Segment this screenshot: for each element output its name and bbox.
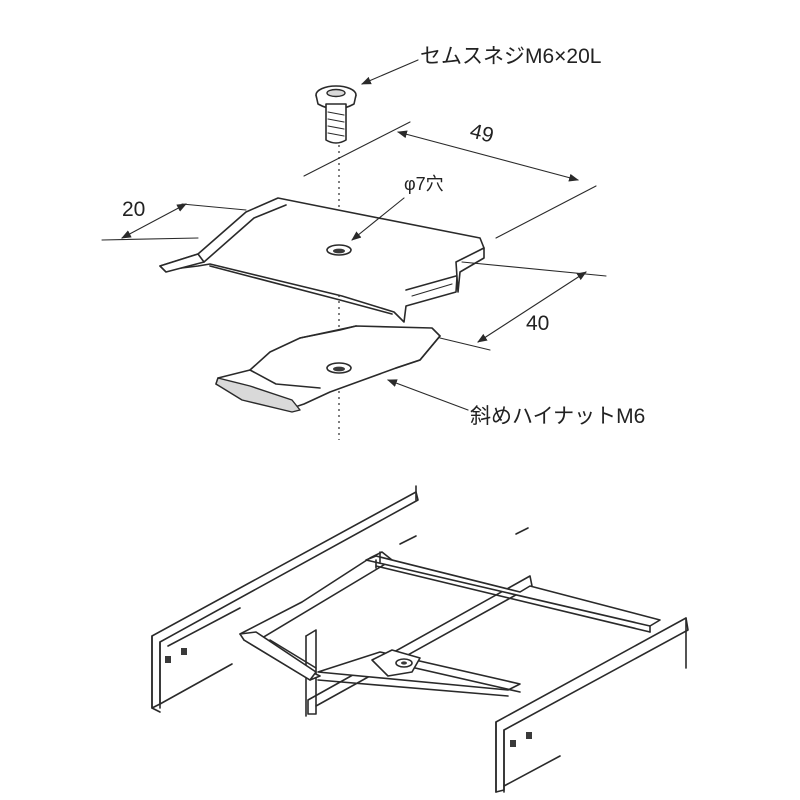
nut-leader xyxy=(387,379,469,411)
slant-nut xyxy=(215,325,441,413)
dim-49 xyxy=(303,121,597,239)
screw-label: セムスネジM6×20L xyxy=(420,45,602,68)
dimension-40-label: 40 xyxy=(526,312,550,335)
nut-label: 斜めハイナットM6 xyxy=(470,405,646,428)
hole-label: φ7穴 xyxy=(404,174,444,194)
cable-ladder xyxy=(151,485,689,793)
dimension-20-label: 20 xyxy=(122,198,146,221)
hole-leader xyxy=(351,197,405,241)
upper-bracket xyxy=(159,197,485,323)
semus-screw xyxy=(315,85,357,144)
screw-leader xyxy=(361,59,419,85)
dim-40 xyxy=(439,261,607,351)
dim-20 xyxy=(101,203,247,241)
